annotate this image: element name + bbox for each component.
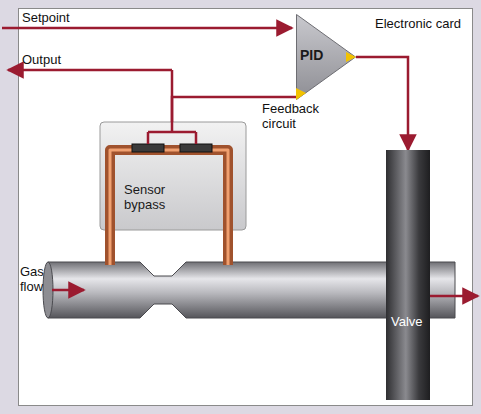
node-text: Valve: [391, 314, 423, 329]
node-text: PID: [300, 48, 323, 63]
pid-controller: PID: [296, 14, 356, 100]
node-text: Electronic card: [375, 16, 461, 31]
signal-label: Setpoint: [22, 10, 70, 25]
valve-body: Valve: [386, 150, 430, 400]
flow-label: Gas flow: [20, 264, 50, 294]
sensor-bypass: Sensor bypass: [100, 122, 246, 230]
card-panel: Electronic cardPID Sensor bypassValve: [18, 8, 473, 406]
signal-label: Output: [22, 52, 61, 67]
signal-connector: [356, 57, 408, 150]
node-text: Sensor bypass: [124, 182, 188, 212]
signal-label: Feedback circuit: [262, 101, 334, 131]
